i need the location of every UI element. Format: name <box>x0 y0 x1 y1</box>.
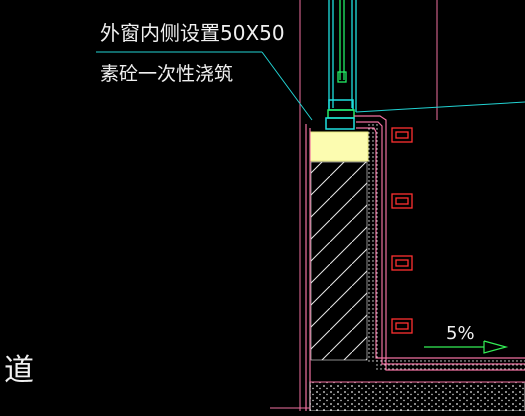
window-frame <box>328 0 357 112</box>
partial-label: 道 <box>4 353 34 388</box>
slope-label: 5% <box>446 323 475 344</box>
wall-hatch <box>310 161 368 361</box>
anchor-brackets <box>391 127 413 334</box>
slope-arrow <box>424 340 509 354</box>
annotation-line-2: 素砼一次性浇筑 <box>100 63 233 85</box>
plaster-layer <box>368 122 525 370</box>
annotation-line-1: 外窗内侧设置50X50 <box>100 21 285 45</box>
leader-lines <box>96 51 525 121</box>
window-sill-frame <box>325 99 355 130</box>
window-glass <box>337 0 347 83</box>
concrete-sill-block <box>309 131 369 162</box>
floor-slab <box>270 381 525 412</box>
